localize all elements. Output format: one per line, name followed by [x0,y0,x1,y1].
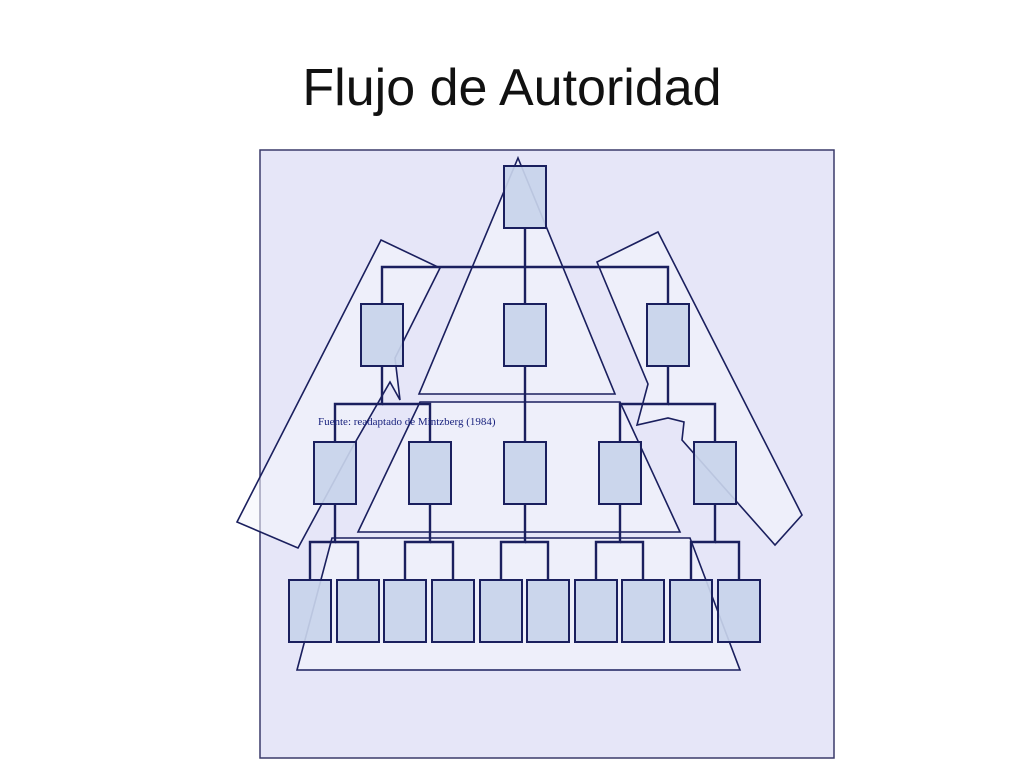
source-note: Fuente: readaptado de Mintzberg (1984) [318,416,496,428]
org-node-level4 [383,579,427,643]
slide-title: Flujo de Autoridad [302,59,722,117]
org-node-level4 [431,579,475,643]
org-node-level2 [503,303,547,367]
org-node-level3 [693,441,737,505]
org-node-level4 [621,579,665,643]
overlay-strategic-apex [417,155,617,395]
org-connectors [308,228,741,580]
org-node-level4 [717,579,761,643]
org-node-level4 [574,579,618,643]
org-node-level3 [313,441,357,505]
org-node-level4 [288,579,332,643]
org-node-level4 [479,579,523,643]
org-node-level4 [526,579,570,643]
org-node-level2 [646,303,690,367]
org-node-level4 [669,579,713,643]
org-node-level1 [503,165,547,229]
org-node-level2 [360,303,404,367]
org-node-level3 [408,441,452,505]
org-nodes [288,165,761,643]
org-node-level4 [336,579,380,643]
org-node-level3 [503,441,547,505]
org-node-level3 [598,441,642,505]
